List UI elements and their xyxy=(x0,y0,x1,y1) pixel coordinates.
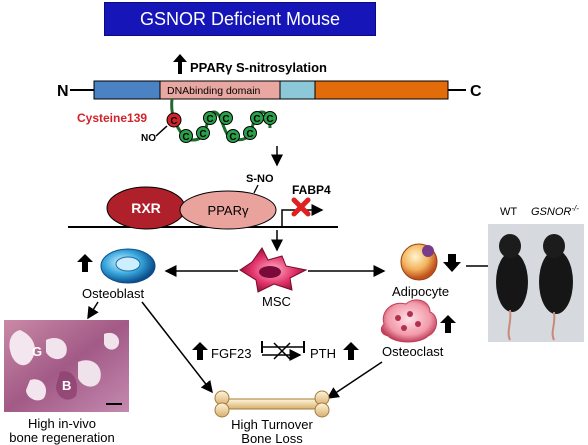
histology-image xyxy=(4,320,129,412)
svg-text:C: C xyxy=(229,132,236,143)
fgf23-label: FGF23 xyxy=(211,346,251,361)
zinc-c-1: C xyxy=(179,129,193,143)
up-arrow-icon xyxy=(343,342,359,360)
up-arrow-icon xyxy=(440,315,456,333)
no-label: NO xyxy=(141,133,156,144)
histology-g-label: G xyxy=(32,344,42,359)
protein-segment-1 xyxy=(93,80,161,100)
pth-label: PTH xyxy=(310,346,336,361)
svg-text:C: C xyxy=(246,129,253,140)
msc-cell xyxy=(239,247,308,293)
svg-text:PPARγ: PPARγ xyxy=(208,203,249,218)
diagram-title: GSNOR Deficient Mouse xyxy=(104,2,376,36)
svg-text:C: C xyxy=(170,116,177,127)
down-arrow-icon xyxy=(443,254,461,272)
up-arrow-icon xyxy=(192,342,208,360)
zinc-c-5: C xyxy=(226,129,240,143)
bone-loss-line2: Bone Loss xyxy=(241,431,303,445)
svg-text:C: C xyxy=(206,114,213,125)
domain-label: DNAbinding domain xyxy=(167,85,261,97)
zinc-c-7: C xyxy=(250,111,264,125)
msc-label: MSC xyxy=(262,294,291,309)
block-x-icon xyxy=(291,197,311,217)
nuclear-receptor-complex: RXR PPARγ S-NO FABP4 xyxy=(68,173,338,230)
ppar-receptor xyxy=(179,190,277,230)
protein-segment-3 xyxy=(279,80,316,100)
regeneration-line2: bone regeneration xyxy=(9,430,115,445)
c-terminus-label: C xyxy=(470,83,482,100)
osteoclast-cell xyxy=(380,299,437,343)
s-no-label: S-NO xyxy=(246,173,274,185)
bone-loss-line1: High Turnover xyxy=(231,417,313,432)
n-terminus-label: N xyxy=(57,83,69,100)
zinc-c-3: C xyxy=(203,111,217,125)
up-arrow-icon xyxy=(77,254,93,272)
osteoblast-label: Osteoblast xyxy=(82,286,145,301)
gsnor-ko-mouse xyxy=(539,234,573,341)
histology-b-label: B xyxy=(62,378,71,393)
svg-text:C: C xyxy=(199,129,206,140)
regeneration-line1: High in-vivo xyxy=(28,416,96,431)
bone-icon xyxy=(214,390,330,418)
svg-text:C: C xyxy=(182,132,189,143)
wt-mouse xyxy=(496,234,528,341)
protein-segment-4 xyxy=(314,80,449,100)
svg-text:RXR: RXR xyxy=(131,200,161,216)
zinc-c-6: C xyxy=(243,126,257,140)
adipocyte-cell xyxy=(400,243,438,281)
osteoclast-label: Osteoclast xyxy=(382,344,444,359)
inhibition-arrows xyxy=(261,341,305,361)
svg-text:C: C xyxy=(253,114,260,125)
osteoblast-cell xyxy=(100,248,156,284)
promoter-arrow xyxy=(281,204,324,227)
ppar-protein: DNAbinding domain N C PPARγ S-nitrosylat… xyxy=(57,54,482,144)
adipocyte-label: Adipocyte xyxy=(392,284,449,299)
gsnor-ko-label: GSNOR-/- xyxy=(531,204,579,218)
s-nitrosylation-label: PPARγ S-nitrosylation xyxy=(190,60,327,75)
zinc-c-4: C xyxy=(219,111,233,125)
fabp4-label: FABP4 xyxy=(292,183,331,197)
up-arrow-icon xyxy=(173,54,187,74)
cysteine-139-residue: C xyxy=(166,112,182,128)
svg-text:C: C xyxy=(222,114,229,125)
svg-text:C: C xyxy=(266,114,273,125)
cysteine-label: Cysteine139 xyxy=(77,111,147,125)
zinc-c-8: C xyxy=(263,111,277,125)
zinc-c-2: C xyxy=(196,126,210,140)
wt-label: WT xyxy=(500,206,517,218)
mice-photo xyxy=(488,224,584,342)
